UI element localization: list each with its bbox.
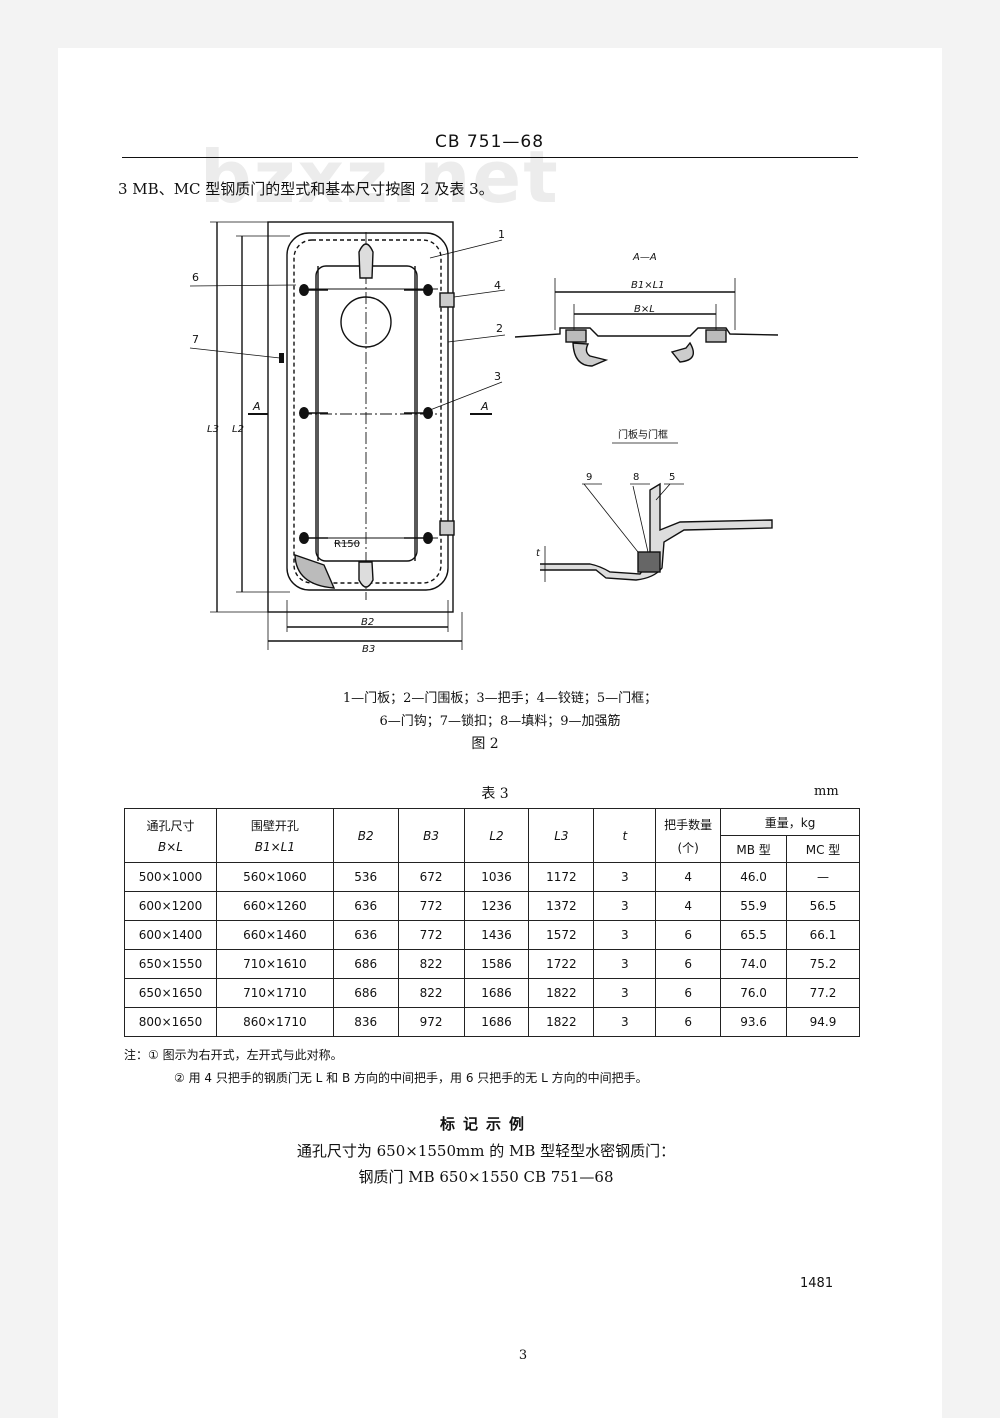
header-t: t [593, 808, 657, 863]
header-hole-size: 通孔尺寸 B×L [124, 808, 217, 863]
marking-example-line-2: 钢质门 MB 650×1550 CB 751—68 [358, 1168, 614, 1186]
figure-caption-line-1: 1—门板；2—门围板；3—把手；4—铰链；5—门框； [342, 691, 658, 706]
watermark: bzxz.net [200, 135, 560, 219]
figure-caption-line-2: 6—门钩；7—锁扣；8—填料；9—加强筋 [379, 714, 621, 729]
label-9: 9 [586, 472, 592, 483]
page-sheet [58, 48, 942, 1418]
header-wall-opening: 围壁开孔 B1×L1 [215, 808, 334, 863]
dimension-table: 通孔尺寸 B×L 围壁开孔 B1×L1 B2 B3 L2 L3 t 把手数量 (… [124, 808, 860, 1037]
header-handles: 把手数量 (个) [655, 808, 722, 863]
figure-2-drawing: 1 4 2 3 6 7 A A R150 L3 L2 B2 B3 A—A B1×… [189, 221, 779, 655]
detail-title: 门板与门框 [618, 428, 668, 441]
header-mb: MB 型 [720, 835, 788, 863]
label-2: 2 [496, 322, 503, 335]
dim-l2: L2 [232, 424, 244, 435]
dim-t: t [536, 548, 541, 559]
door-panel [286, 232, 449, 591]
footer-page-number: 3 [518, 1348, 528, 1363]
dim-l3: L3 [207, 424, 219, 435]
label-7: 7 [192, 333, 199, 346]
stiffener-frame [315, 265, 418, 562]
marking-example-title: 标记示例 [439, 1115, 532, 1133]
page-number: 1481 [800, 1276, 834, 1291]
label-1: 1 [498, 228, 505, 241]
note-2: ② 用 4 只把手的钢质门无 L 和 B 方向的中间把手，用 6 只把手的无 L… [174, 1071, 648, 1085]
label-6: 6 [192, 271, 199, 284]
table-unit: mm [814, 784, 839, 799]
header-mc: MC 型 [786, 835, 860, 863]
header-l3: L3 [528, 808, 595, 863]
section-a-right: A [480, 400, 489, 413]
dim-b1l1: B1×L1 [631, 280, 665, 291]
label-5: 5 [669, 472, 675, 483]
section-a-left: A [252, 400, 261, 413]
figure-number: 图 2 [471, 736, 499, 752]
label-4: 4 [494, 279, 501, 292]
note-1: 注：① 图示为右开式，左开式与此对称。 [124, 1048, 343, 1062]
header-b2: B2 [332, 808, 399, 863]
table-title: 表 3 [481, 786, 509, 802]
label-r150: R150 [334, 539, 360, 550]
header-rule [122, 157, 858, 158]
header-l2: L2 [463, 808, 530, 863]
marking-example-line-1: 通孔尺寸为 650×1550mm 的 MB 型轻型水密钢质门： [296, 1142, 676, 1160]
header-b3: B3 [397, 808, 465, 863]
dim-b2: B2 [361, 617, 374, 628]
door-frame-outline [267, 221, 454, 613]
dim-bl: B×L [634, 304, 655, 315]
header-weight: 重量，kg [720, 808, 860, 836]
section-aa-title: A—A [632, 252, 657, 263]
door-panel-inner [293, 239, 442, 584]
label-8: 8 [633, 472, 639, 483]
label-3: 3 [494, 370, 501, 383]
dim-b3: B3 [362, 644, 375, 655]
standard-code-header: CB 751—68 [435, 132, 545, 152]
section-intro: 3 MB、MC 型钢质门的型式和基本尺寸按图 2 及表 3。 [118, 180, 494, 198]
